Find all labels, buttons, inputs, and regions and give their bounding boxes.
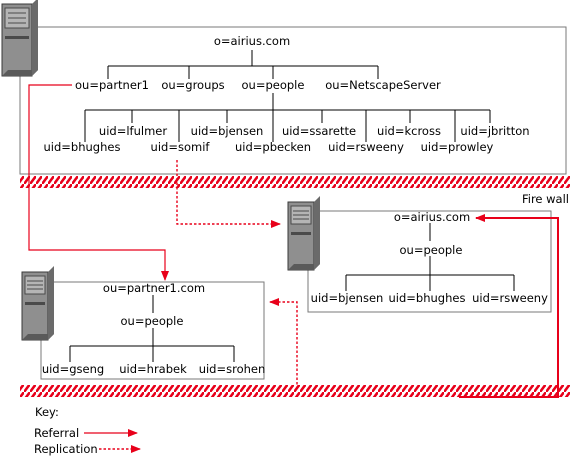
replication-arrow-partner	[269, 298, 298, 389]
partner-uid-gseng: uid=gseng	[42, 362, 104, 376]
uid-prowley: uid=prowley	[421, 140, 494, 154]
replica-branch-people: ou=people	[400, 243, 463, 257]
server-icon-partner	[21, 266, 54, 341]
referral-arrow-partner	[28, 84, 169, 281]
key-referral-label: Referral	[34, 426, 79, 440]
server-icon-main	[1, 0, 38, 77]
branch-groups: ou=groups	[161, 78, 224, 92]
uid-rsweeny-main: uid=rsweeny	[328, 140, 404, 154]
branch-people: ou=people	[242, 78, 305, 92]
partner-tree-lines	[69, 295, 235, 362]
branch-netscape-server: ou=NetscapeServer	[325, 78, 441, 92]
partner-root-label: ou=partner1.com	[103, 281, 205, 295]
uid-lfulmer: uid=lfulmer	[99, 124, 167, 138]
replica-uid-rsweeny: uid=rsweeny	[472, 291, 548, 305]
key-title: Key:	[35, 405, 59, 419]
firewall-label: Fire wall	[522, 192, 569, 206]
uid-bhughes-main: uid=bhughes	[44, 140, 121, 154]
uid-somif: uid=somif	[151, 140, 211, 154]
firewall-band-bottom	[20, 385, 570, 397]
main-root-label: o=airius.com	[214, 34, 290, 48]
uid-jbritton: uid=jbritton	[460, 124, 529, 138]
branch-partner1: ou=partner1	[75, 78, 149, 92]
partner-uid-srohen: uid=srohen	[199, 362, 266, 376]
key-replication-label: Replication	[34, 442, 98, 456]
firewall-band-top	[20, 176, 570, 188]
replica-uid-bjensen: uid=bjensen	[311, 291, 384, 305]
partner-uid-hrabek: uid=hrabek	[119, 362, 187, 376]
replica-uid-bhughes: uid=bhughes	[389, 291, 466, 305]
uid-bjensen-main: uid=bjensen	[191, 124, 264, 138]
replication-arrow-replica	[176, 160, 281, 228]
referral-arrow-replica	[459, 214, 559, 398]
main-tree-lines	[84, 50, 491, 142]
main-directory-box	[19, 26, 567, 175]
replica-tree-lines	[345, 223, 515, 291]
uid-kcross: uid=kcross	[377, 124, 441, 138]
uid-pbecken: uid=pbecken	[235, 140, 311, 154]
server-icon-replica	[287, 196, 320, 271]
partner-branch-people: ou=people	[121, 314, 184, 328]
uid-ssarette: uid=ssarette	[282, 124, 356, 138]
replica-root-label: o=airius.com	[394, 210, 470, 224]
